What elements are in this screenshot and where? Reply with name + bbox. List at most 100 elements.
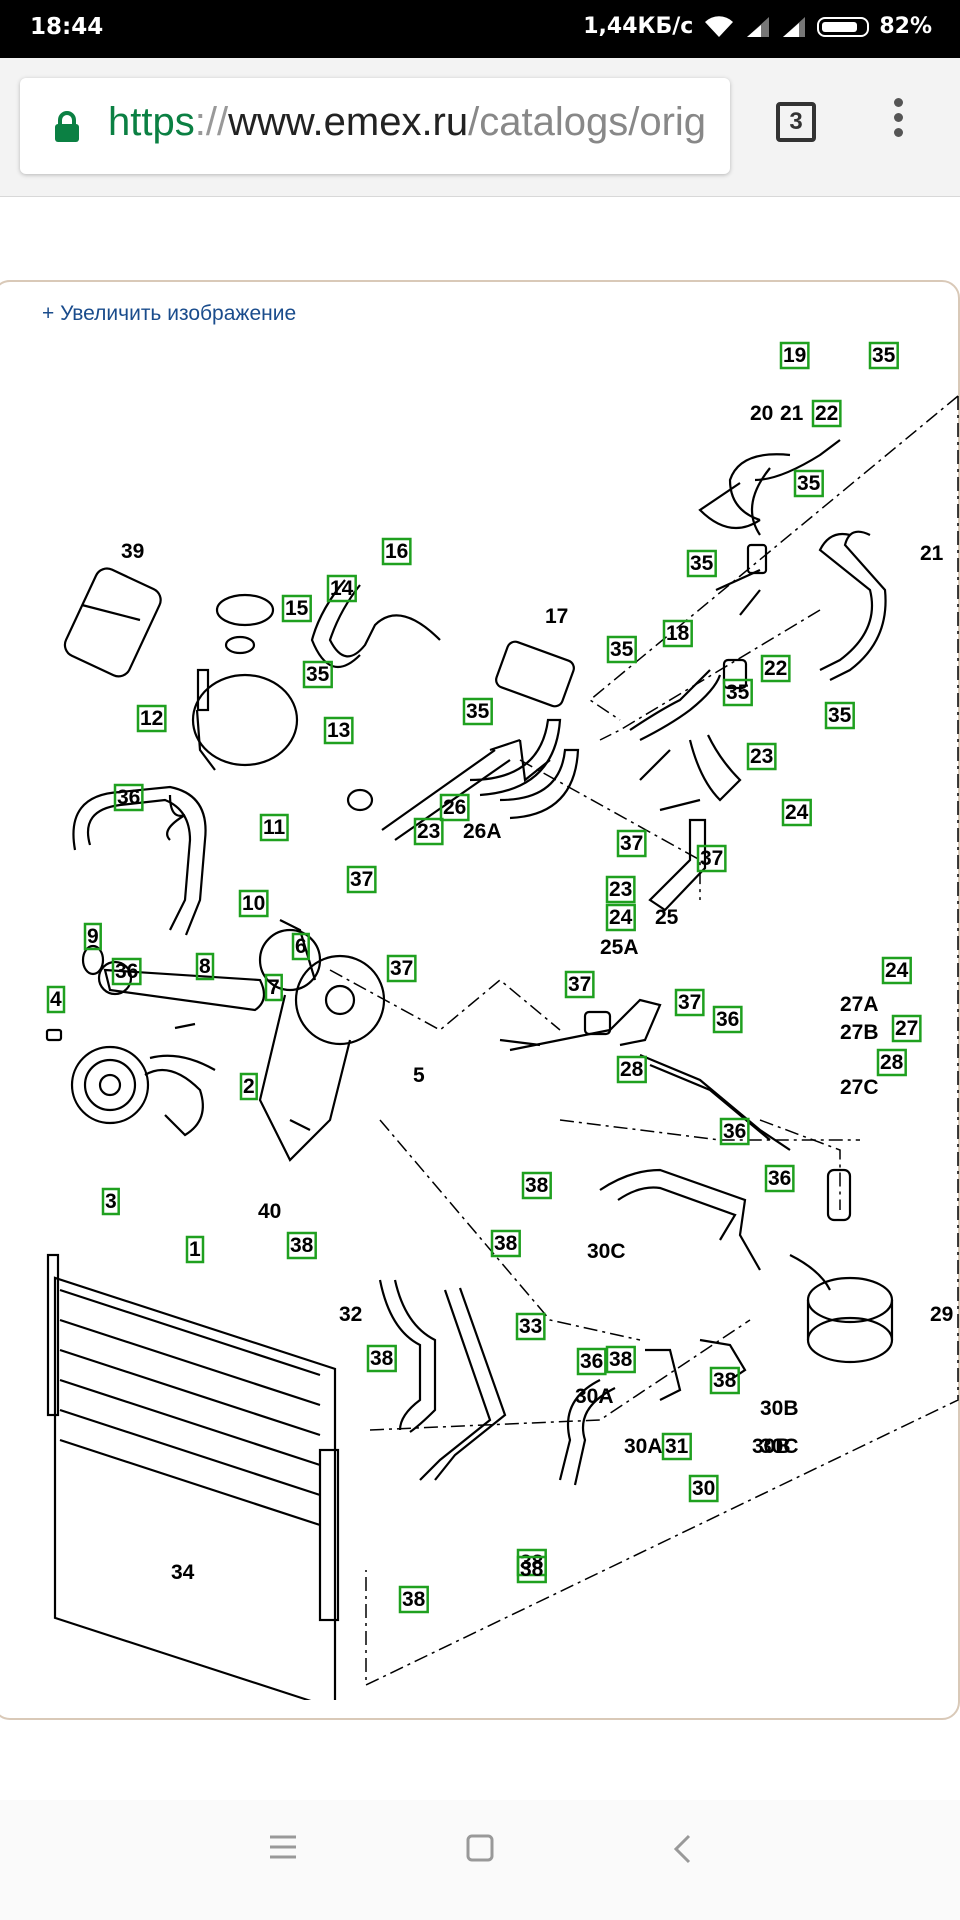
callout-label: 35: [690, 552, 714, 575]
tab-switcher-button[interactable]: 3: [776, 102, 816, 142]
callout-38: 38: [398, 1585, 429, 1614]
callout-label: 38: [525, 1174, 549, 1197]
callout-30C: 30C: [760, 1435, 799, 1458]
callout-4: 4: [46, 985, 66, 1014]
callout-label: 15: [285, 597, 309, 620]
callout-box: [185, 1235, 205, 1264]
callout-label: 21: [780, 402, 804, 425]
callout-box: [46, 985, 66, 1014]
url-host: www.emex.ru: [228, 100, 469, 144]
wifi-icon: [705, 15, 734, 37]
callout-label: 30A: [624, 1435, 663, 1458]
callout-label: 25: [655, 906, 679, 929]
callout-38: 38: [709, 1366, 740, 1395]
callout-box: [521, 1171, 552, 1200]
callout-16: 16: [381, 537, 412, 566]
callout-label: 14: [330, 577, 354, 600]
callout-box: [688, 1474, 719, 1503]
callout-label: 3: [105, 1190, 117, 1213]
callout-label: 30C: [760, 1435, 799, 1458]
callout-37: 37: [616, 829, 647, 858]
callout-38: 38: [490, 1229, 521, 1258]
browser-toolbar: https://www.emex.ru/catalogs/orig 3: [0, 58, 960, 197]
callout-2: 2: [239, 1072, 258, 1101]
callout-label: 4: [50, 988, 62, 1011]
menu-icon[interactable]: [268, 1834, 298, 1860]
callout-box: [712, 1005, 743, 1034]
callout-box: [101, 1187, 120, 1216]
callout-label: 27C: [840, 1076, 879, 1099]
zoom-image-link[interactable]: + Увеличить изображение: [42, 302, 297, 325]
callout-38: 38: [366, 1344, 397, 1373]
callout-15: 15: [281, 594, 312, 623]
callout-box: [323, 716, 354, 745]
callout-label: 40: [258, 1200, 281, 1223]
callout-label: 30C: [587, 1240, 626, 1263]
callout-38: 38: [286, 1231, 317, 1260]
callout-18: 18: [662, 619, 693, 648]
url-text[interactable]: https://www.emex.ru/catalogs/orig: [108, 100, 720, 145]
callout-box: [516, 1555, 547, 1584]
callout-28: 28: [616, 1055, 647, 1084]
callout-19: 19: [779, 341, 810, 370]
callout-box: [111, 957, 142, 986]
callout-label: 2: [243, 1075, 255, 1098]
callout-37: 37: [346, 865, 377, 894]
callout-label: 23: [750, 745, 773, 768]
callout-36: 36: [576, 1347, 607, 1376]
callout-label: 23: [609, 878, 632, 901]
callout-box: [606, 635, 637, 664]
callout-label: 36: [716, 1008, 739, 1031]
callout-label: 34: [171, 1561, 195, 1584]
callout-24: 24: [605, 903, 636, 932]
home-icon[interactable]: [466, 1834, 494, 1862]
callout-box: [281, 594, 312, 623]
callout-25: 25: [655, 906, 679, 929]
callout-box: [779, 341, 810, 370]
callout-box: [605, 903, 636, 932]
callout-22: 22: [811, 399, 842, 428]
callout-26: 26: [439, 793, 470, 822]
callout-9: 9: [83, 922, 102, 951]
callout-label: 7: [268, 976, 280, 999]
callout-label: 36: [117, 786, 140, 809]
callout-box: [381, 537, 412, 566]
callout-26A: 26A: [463, 820, 502, 843]
more-vert-icon[interactable]: [888, 98, 908, 148]
callout-label: 35: [306, 663, 330, 686]
callout-37: 37: [386, 954, 417, 983]
callout-box: [398, 1585, 429, 1614]
callout-30A: 30A: [575, 1385, 614, 1408]
callout-label: 9: [87, 925, 99, 948]
url-scheme: https: [108, 100, 195, 144]
callout-6: 6: [291, 932, 310, 961]
callout-38: 38: [516, 1555, 547, 1584]
callout-label: 37: [620, 832, 643, 855]
callout-label: 16: [385, 540, 408, 563]
callout-label: 36: [768, 1167, 791, 1190]
callout-label: 30B: [752, 1435, 791, 1458]
callout-box: [868, 341, 899, 370]
callout-35: 35: [606, 635, 637, 664]
callout-8: 8: [195, 952, 215, 981]
callout-label: 27A: [840, 993, 879, 1016]
callout-36: 36: [764, 1164, 795, 1193]
status-indicators: 1,44КБ/с 82%: [583, 14, 932, 39]
address-bar[interactable]: https://www.emex.ru/catalogs/orig: [20, 78, 730, 174]
callout-box: [605, 875, 636, 904]
callout-38: 38: [605, 1345, 636, 1374]
lock-icon: [55, 111, 79, 142]
callout-36: 36: [712, 1005, 743, 1034]
callout-box: [326, 574, 357, 603]
callout-label: 35: [466, 700, 490, 723]
callout-label: 28: [880, 1051, 904, 1074]
callout-label: 30B: [760, 1397, 799, 1420]
callout-label: 12: [140, 707, 163, 730]
callout-label: 30: [692, 1477, 715, 1500]
callout-box: [439, 793, 470, 822]
callout-label: 24: [785, 801, 809, 824]
callout-label: 35: [872, 344, 896, 367]
back-icon[interactable]: [672, 1834, 692, 1864]
callout-17: 17: [545, 605, 568, 628]
